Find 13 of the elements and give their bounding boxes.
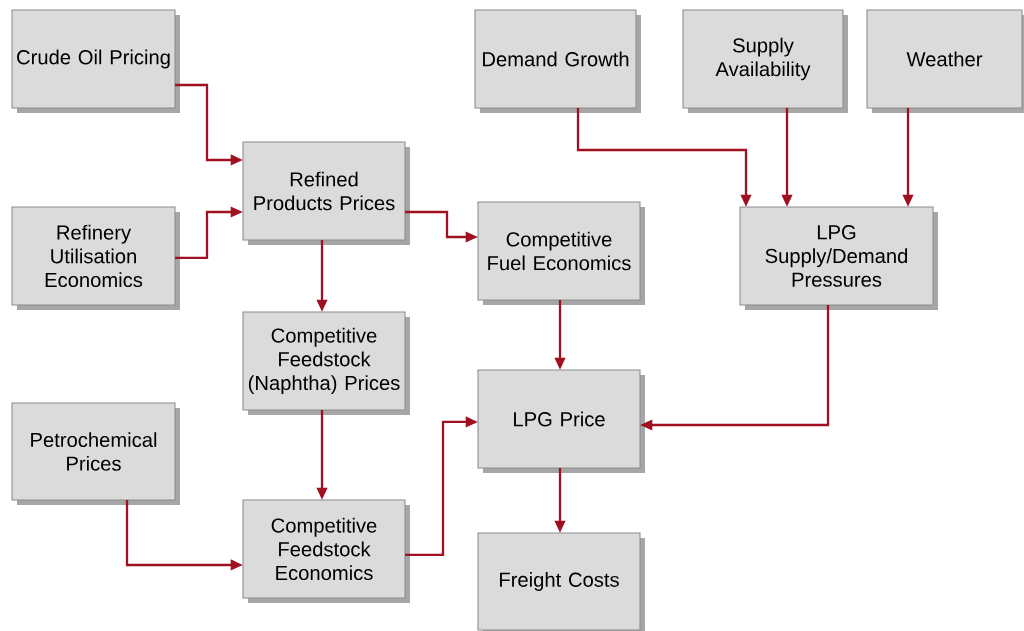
process-box: Crude Oil Pricing: [11, 9, 180, 113]
process-box: LPG Supply/Demand Pressures: [739, 206, 938, 310]
process-box: Refined Products Prices: [242, 141, 410, 245]
process-box: Supply Availability: [682, 9, 848, 113]
process-box: Weather: [866, 9, 1024, 113]
process-box: Competitive Feedstock Economics: [242, 499, 410, 603]
process-box: Refinery Utilisation Economics: [11, 206, 180, 310]
process-box: Freight Costs: [477, 532, 645, 631]
process-box: LPG Price: [477, 369, 645, 473]
process-box: Competitive Feedstock (Naphtha) Prices: [242, 311, 410, 415]
process-box: Competitive Fuel Economics: [477, 201, 645, 305]
process-box: Demand Growth: [474, 9, 641, 113]
process-box: Petrochemical Prices: [11, 402, 180, 505]
